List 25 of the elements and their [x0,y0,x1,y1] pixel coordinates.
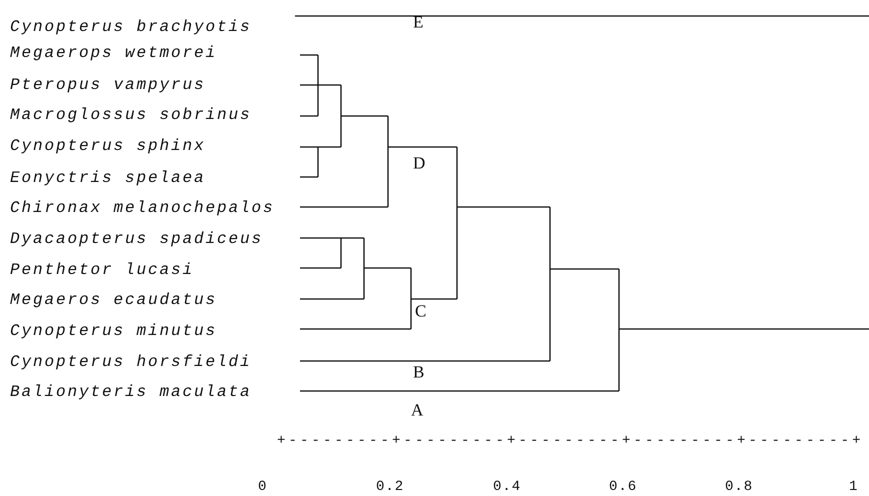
species-name: Dyacaopterus spadiceus [10,231,264,247]
tick-label: 0.4 [493,480,522,494]
species-name: Megaerops wetmorei [10,45,218,61]
species-name: Cynopterus sphinx [10,138,206,154]
cluster-letter: D [413,154,426,172]
tick-label: 0.8 [725,480,754,494]
species-name: Penthetor lucasi [10,262,194,278]
tick-label: 0.6 [609,480,638,494]
tick-label: 1 [849,480,858,494]
tick-label: 0.2 [376,480,404,494]
cluster-letter: C [415,302,426,320]
axis-scale: +---------+---------+---------+---------+---------+ [277,434,864,448]
cluster-letter: A [411,402,424,418]
species-name: Eonyctris spelaea [10,170,206,186]
tick-label: 0 [258,480,268,494]
cluster-letter: E [413,14,424,30]
species-name: Megaeros ecaudatus [10,292,218,308]
species-name: Cynopterus horsfieldi [10,354,252,370]
species-name: Cynopterus brachyotis [10,19,252,35]
species-name: Cynopterus minutus [10,323,218,339]
species-name: Macroglossus sobrinus [10,107,252,123]
species-name: Balionyteris maculata [10,384,252,400]
species-name: Chironax melanochepalos [10,200,275,216]
cluster-letter: B [413,364,424,380]
species-name: Pteropus vampyrus [10,77,206,93]
